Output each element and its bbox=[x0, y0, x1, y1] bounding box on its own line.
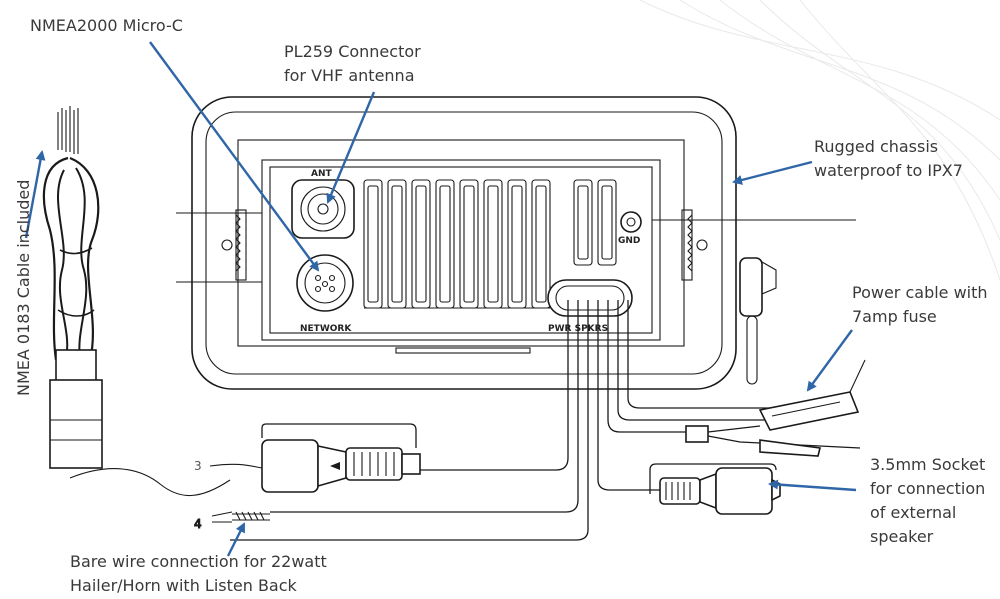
callout-chassis: Rugged chassis waterproof to IPX7 bbox=[814, 137, 963, 180]
nmea0183-cable-coil bbox=[42, 106, 103, 469]
ant-label: ANT bbox=[311, 169, 332, 179]
connector-cable-3: 3 bbox=[69, 423, 421, 497]
callout-arrows bbox=[24, 41, 857, 557]
arrow-pl259 bbox=[326, 91, 376, 204]
callout-pl259: PL259 Connector for VHF antenna bbox=[284, 42, 421, 85]
gnd-label: GND bbox=[618, 236, 640, 246]
arrow-socket bbox=[768, 479, 857, 492]
arrow-bare-wire bbox=[226, 522, 246, 557]
callout-power-cable: Power cable with 7amp fuse bbox=[852, 283, 988, 326]
cable-number-4: 4 bbox=[194, 517, 202, 531]
arrow-chassis bbox=[732, 160, 813, 185]
heatsink-fins bbox=[363, 179, 617, 309]
antenna-plug bbox=[739, 257, 777, 385]
gnd-terminal: GND bbox=[618, 211, 642, 246]
network-label: NETWORK bbox=[300, 324, 352, 334]
bare-wire-cable-4: 4 bbox=[193, 511, 270, 532]
cable-bundle bbox=[230, 300, 820, 541]
arrow-power bbox=[806, 329, 853, 392]
callout-micro-c: NMEA2000 Micro-C bbox=[30, 16, 183, 35]
arrow-nmea0183 bbox=[24, 150, 46, 239]
cable-number-3: 3 bbox=[194, 459, 202, 473]
background-pattern bbox=[639, 0, 1000, 281]
speaker-socket-connector bbox=[649, 463, 781, 515]
arrow-micro-c bbox=[149, 41, 320, 272]
callout-speaker-socket: 3.5mm Socket for connection of external … bbox=[870, 455, 986, 546]
callout-bare-wire: Bare wire connection for 22watt Hailer/H… bbox=[70, 552, 327, 595]
radio-chassis bbox=[176, 96, 856, 390]
antenna-connector: ANT bbox=[291, 169, 355, 239]
callout-nmea0183: NMEA 0183 Cable included bbox=[14, 179, 33, 396]
power-cable-fuse bbox=[685, 359, 866, 457]
